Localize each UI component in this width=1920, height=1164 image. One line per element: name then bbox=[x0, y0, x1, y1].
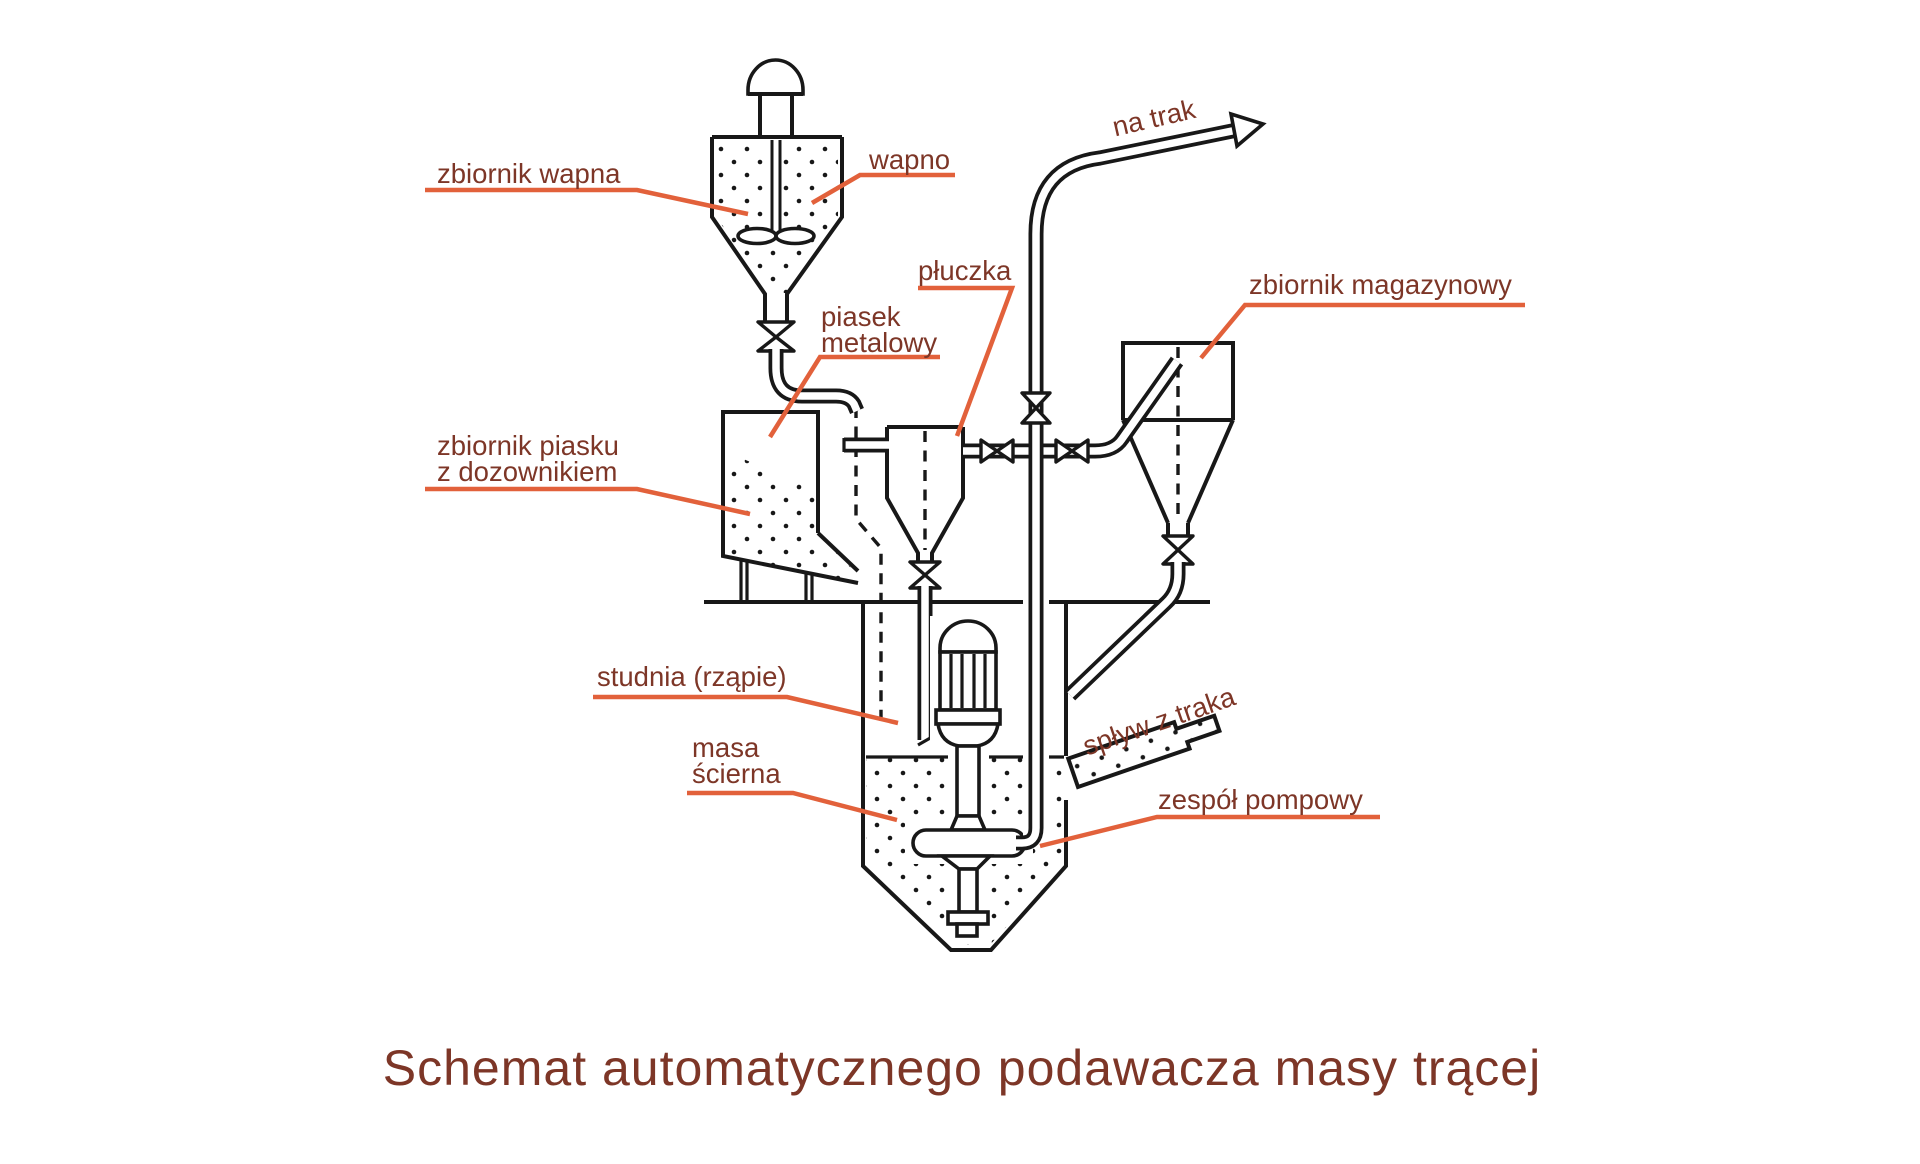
leader-piasek-metalowy bbox=[768, 354, 940, 439]
pump-motor-fins bbox=[949, 654, 987, 708]
pump-motor-band bbox=[934, 708, 1002, 726]
washer-outline bbox=[885, 425, 965, 562]
leader-zbiornik-wapna bbox=[425, 187, 749, 217]
label-pluczka: płuczka bbox=[918, 255, 1012, 286]
leader-zespol-pompowy bbox=[1039, 814, 1380, 849]
mixer-blade-left bbox=[736, 226, 778, 246]
pump-foot bbox=[955, 922, 979, 938]
pipe-valve-right bbox=[1054, 438, 1090, 464]
label-wapno: wapno bbox=[868, 144, 950, 175]
storage-tank-outline bbox=[1121, 341, 1235, 536]
well-walls bbox=[861, 602, 1068, 952]
pump-motor-body bbox=[938, 650, 998, 712]
pump-upper-shaft bbox=[955, 744, 981, 818]
pump-impeller-housing bbox=[911, 828, 1027, 858]
storage-tank-valve bbox=[1161, 534, 1195, 566]
riser-valve bbox=[1020, 391, 1052, 425]
leader-zbiornik-piasku bbox=[425, 486, 751, 517]
label-zbiornik-wapna: zbiornik wapna bbox=[437, 158, 621, 189]
leader-wapno bbox=[810, 172, 955, 205]
return-chute bbox=[1065, 713, 1222, 790]
lime-valve bbox=[756, 320, 796, 353]
lime-tank-outline bbox=[710, 135, 844, 322]
leader-zbiornik-magazynowy bbox=[1199, 302, 1525, 360]
label-masa: masa bbox=[692, 732, 760, 763]
label-z-dozownikiem: z dozownikiem bbox=[437, 456, 617, 487]
storage-tank bbox=[1121, 341, 1235, 566]
leader-pluczka bbox=[918, 285, 1016, 437]
washer-inlet-stub bbox=[842, 437, 889, 453]
mixer-motor-dome bbox=[746, 58, 805, 96]
pump-lower-shaft bbox=[957, 867, 979, 914]
washer-to-storage-pipe bbox=[963, 356, 1184, 459]
label-piasek: piasek bbox=[821, 301, 901, 332]
mixer-blade-right bbox=[774, 226, 816, 246]
leader-lines bbox=[425, 172, 1525, 849]
label-metalowy: metalowy bbox=[821, 327, 937, 358]
label-zbiornik-piasku: zbiornik piasku bbox=[437, 430, 619, 461]
lime-tank-unit bbox=[710, 58, 864, 414]
sand-fill bbox=[727, 452, 858, 582]
pump-shaft-flare bbox=[948, 814, 988, 832]
na-trak-pipe bbox=[1016, 111, 1267, 851]
pump-motor-bell bbox=[935, 722, 1001, 748]
leader-masa-scierna bbox=[687, 790, 898, 823]
lime-discharge-pipe bbox=[768, 349, 864, 414]
dosing-pipe-dashed bbox=[854, 407, 883, 721]
sand-tank-outline bbox=[721, 410, 860, 585]
mixer-motor-neck bbox=[748, 92, 803, 137]
label-scierna: ścierna bbox=[692, 758, 781, 789]
sand-tank-legs bbox=[739, 560, 814, 601]
washer bbox=[842, 425, 965, 747]
leader-studnia bbox=[593, 694, 899, 726]
washer-outlet-pipe bbox=[917, 586, 933, 747]
storage-discharge-chute bbox=[1064, 562, 1186, 701]
washer-valve bbox=[908, 560, 942, 590]
label-zbiornik-magazynowy: zbiornik magazynowy bbox=[1249, 269, 1512, 300]
pump-motor-dome bbox=[938, 619, 998, 654]
label-zespol-pompowy: zespół pompowy bbox=[1158, 784, 1363, 815]
pipe-valve-left bbox=[979, 438, 1015, 464]
diagram-title: Schemat automatycznego podawacza masy tr… bbox=[383, 1040, 1541, 1096]
arrow-head-icon bbox=[1228, 111, 1267, 150]
sand-tank bbox=[721, 410, 860, 601]
label-studnia: studnia (rząpie) bbox=[597, 661, 787, 692]
